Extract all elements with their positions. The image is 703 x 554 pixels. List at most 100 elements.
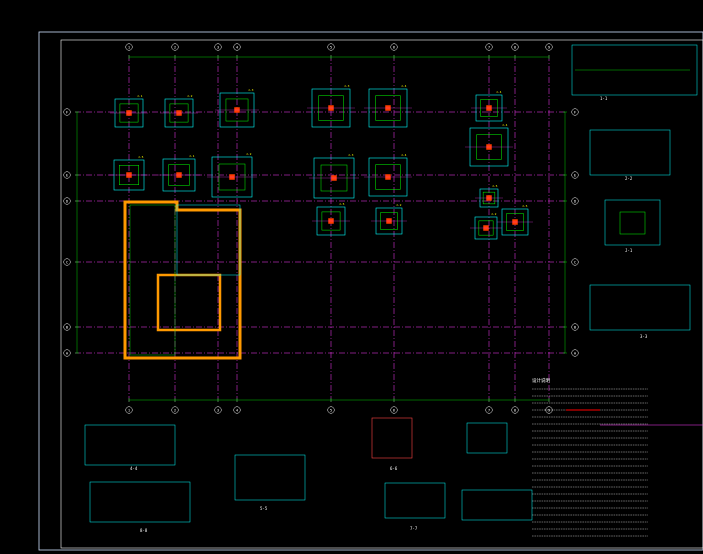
footing-label-15: J-2 [491,212,497,216]
axis-label-row: D [574,198,577,203]
axis-label-row: B [66,324,69,329]
footing-label-13: J-5 [339,202,345,206]
footing-label-14: J-2 [396,203,402,207]
axis-bubble-col [233,43,241,51]
axis-bubble-row [63,258,71,266]
footing-label-16: J-5 [522,204,528,208]
axis-label-col: 4 [236,44,239,49]
axis-bubble-col [545,43,553,51]
axis-bubble-col [327,43,335,51]
axis-label-row: E [574,172,577,177]
axis-label-row: E [66,172,69,177]
axis-label-col: 2 [174,44,176,49]
axis-bubble-row [63,171,71,179]
axis-label-col: 8 [514,407,517,412]
footing-label-3: J-3 [248,88,254,92]
footing-label-6: J-4 [496,90,502,94]
axis-label-row: F [574,109,577,114]
section-detail-2 [589,129,671,176]
bottom-title-2: 5-5 [260,506,268,511]
axis-bubble-col [390,43,398,51]
bottom-title-5: 8-8 [140,528,148,533]
section-detail-3 [604,199,661,246]
notes-heading: 设计说明 [532,377,550,384]
axis-bubble-col [233,406,241,414]
bottom-detail-4 [466,422,508,454]
axis-label-row: C [574,259,576,264]
pit-region [129,204,176,356]
section-title-2: 2-2 [625,176,633,181]
section-title-3: J-1 [625,248,633,253]
axis-bubble-col [171,43,179,51]
sheet-inner-frame [60,39,703,549]
axis-bubble-row [571,108,579,116]
footing-label-10: J-3 [348,153,354,157]
axis-label-col: 5 [330,407,332,412]
axis-label-col: 3 [217,407,219,412]
section-title-1: 1-1 [600,96,608,101]
axis-label-col: 1 [128,44,131,49]
footing-label-12: J-4 [502,123,508,127]
axis-bubble-col [214,406,222,414]
bottom-detail-5 [384,482,446,519]
axis-label-col: 9 [548,44,551,49]
axis-label-row: A [66,350,69,355]
axis-label-col: 3 [217,44,219,49]
footing-label-2: J-2 [187,94,193,98]
stair-core-region [176,204,241,276]
axis-label-col: 4 [236,407,239,412]
axis-bubble-col [327,406,335,414]
axis-bubble-col [511,406,519,414]
basement-wall-outline [123,200,242,360]
footing-label-8: J-1 [189,154,195,158]
axis-bubble-col [125,406,133,414]
axis-label-col: 5 [330,44,332,49]
axis-bubble-row [63,197,71,205]
axis-bubble-row [63,349,71,357]
internal-wall-outline [156,273,222,332]
bottom-title-4: 7-7 [410,526,418,531]
footing-label-7: J-5 [138,155,144,159]
section-title-4: 3-3 [640,334,648,339]
axis-bubble-col [214,43,222,51]
section-detail-3-inner [619,211,646,235]
axis-label-col: 7 [488,407,490,412]
bottom-detail-7 [89,481,191,523]
axis-bubble-col [390,406,398,414]
axis-label-row: C [66,259,68,264]
axis-bubble-row [571,197,579,205]
axis-label-row: D [66,198,69,203]
footing-label-9: J-2 [246,152,252,156]
axis-bubble-col [485,43,493,51]
axis-bubble-col [511,43,519,51]
axis-bubble-row [571,171,579,179]
footing-label-17: J-5 [492,184,498,188]
axis-label-col: 7 [488,44,490,49]
axis-label-row: A [574,350,577,355]
axis-label-col: 1 [128,407,131,412]
sheet-outer-frame [38,31,703,551]
bottom-title-3: 6-6 [390,466,398,471]
bottom-detail-2 [234,454,306,501]
bottom-detail-3 [371,417,413,459]
footing-label-1: J-1 [137,94,143,98]
axis-bubble-col [171,406,179,414]
footing-label-5: J-4 [401,84,407,88]
axis-bubble-row [571,323,579,331]
section-detail-4 [589,284,691,331]
section-detail-1 [571,44,698,96]
axis-bubble-row [63,108,71,116]
bottom-detail-6 [461,489,533,521]
footing-label-4: J-3 [344,84,350,88]
axis-bubble-col [125,43,133,51]
axis-bubble-row [571,258,579,266]
bottom-title-1: 4-4 [130,466,138,471]
axis-label-col: 8 [514,44,517,49]
axis-label-col: 6 [393,407,396,412]
axis-label-row: F [66,109,69,114]
axis-bubble-row [571,349,579,357]
axis-bubble-row [63,323,71,331]
axis-label-row: B [574,324,577,329]
footing-label-11: J-4 [401,153,407,157]
